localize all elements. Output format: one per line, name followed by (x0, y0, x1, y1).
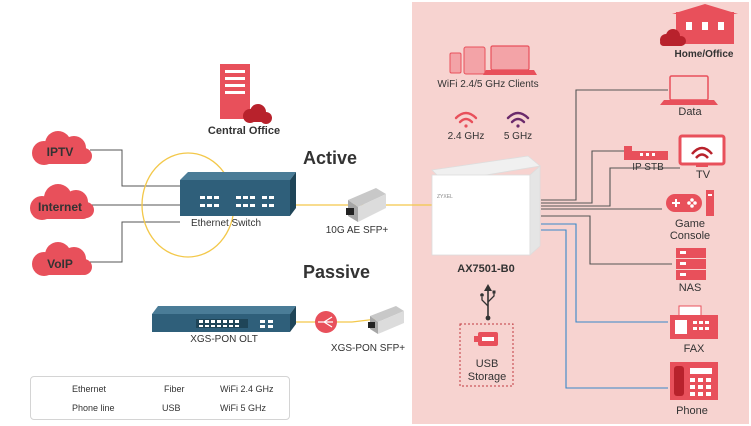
active-label: Active (303, 148, 358, 168)
tv-icon (678, 134, 726, 167)
device-label-nas: NAS (678, 282, 702, 294)
usb-symbol-icon (480, 284, 496, 321)
ethernet-lines (541, 89, 680, 265)
game-console-icon (666, 190, 714, 216)
phone-lines (541, 223, 668, 389)
sfp-10g-icon (346, 188, 386, 222)
wifi-clients-icon (449, 45, 537, 75)
service-cables (90, 149, 180, 263)
device-label-data: Data (678, 106, 702, 118)
device-label-tv: TV (695, 169, 711, 181)
service-label-voip: VoIP (47, 257, 73, 271)
sfp-10g-label: 10G AE SFP+ (325, 225, 389, 236)
central-office-icon (220, 64, 272, 124)
device-label-ip-stb: IP STB (632, 162, 664, 173)
service-label-internet: Internet (37, 200, 83, 214)
ethernet-switch-label: Ethernet Switch (190, 218, 262, 229)
wifi-5-label: 5 GHz (503, 131, 533, 142)
cloud-voip (32, 242, 92, 276)
olt-label: XGS-PON OLT (190, 334, 258, 345)
wifi-5-icon (506, 111, 530, 128)
wifi-24-label: 2.4 GHz (447, 131, 485, 142)
cloud-internet (30, 184, 94, 220)
device-label-game-1: Game (675, 218, 705, 230)
usb-drive-icon (474, 332, 498, 346)
central-office-label: Central Office (207, 125, 281, 137)
legend-phone-line: Phone line (72, 403, 115, 413)
usb-storage-label-1: USB (475, 358, 499, 370)
legend-wifi5: WiFi 5 GHz (220, 403, 266, 413)
usb-storage-box (459, 323, 514, 387)
home-office-icon (660, 4, 738, 46)
legend-usb: USB (162, 403, 181, 413)
router-label: AX7501-B0 (457, 263, 515, 275)
laptop-icon (660, 75, 718, 105)
olt-icon (152, 306, 296, 332)
router-brand: ZYXEL (437, 194, 453, 200)
wifi-clients-label: WiFi 2.4/5 GHz Clients (437, 79, 539, 90)
splitter-icon (315, 311, 337, 333)
cloud-iptv (32, 131, 92, 165)
sfp-pon-label: XGS-PON SFP+ (330, 343, 406, 354)
sfp-pon-icon (368, 306, 404, 334)
device-label-phone: Phone (676, 405, 708, 417)
device-label-fax: FAX (683, 343, 705, 355)
router-icon (431, 155, 541, 256)
ethernet-switch-icon (180, 172, 296, 216)
nas-icon (676, 248, 706, 280)
usb-storage-label-2: Storage (467, 371, 507, 383)
service-label-iptv: IPTV (46, 145, 74, 159)
phone-icon (670, 362, 718, 400)
passive-label: Passive (303, 262, 371, 282)
legend-wifi24: WiFi 2.4 GHz (220, 384, 274, 394)
wifi-24-icon (454, 111, 478, 128)
legend (30, 376, 290, 420)
legend-fiber: Fiber (164, 384, 185, 394)
home-office-label: Home/Office (674, 49, 734, 60)
ip-stb-icon (624, 146, 668, 160)
device-label-game-2: Console (669, 230, 711, 242)
legend-ethernet: Ethernet (72, 384, 107, 394)
fax-icon (670, 305, 718, 339)
